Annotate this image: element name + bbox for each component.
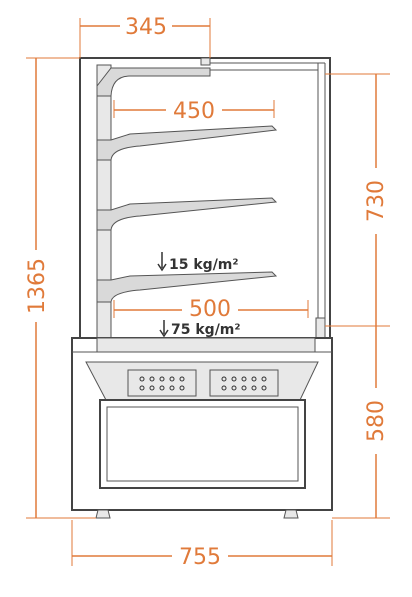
shelf-load-annotation: 15 kg/m²	[157, 252, 239, 273]
arrow-head-icon	[159, 329, 169, 338]
base-load-label: 75 kg/m²	[171, 322, 241, 338]
dim-345-label: 345	[125, 15, 167, 40]
arrow-head-icon	[157, 263, 167, 272]
dim-450-label: 450	[173, 99, 215, 124]
base-load-annotation: 75 kg/m²	[159, 320, 241, 338]
top-shelf-bracket	[96, 67, 211, 97]
base-door	[99, 399, 306, 489]
shelf-3	[96, 197, 278, 231]
foot-left	[95, 509, 111, 519]
control-module-right	[209, 369, 279, 397]
dim-1365-label: 1365	[25, 258, 50, 314]
control-module-left	[127, 369, 197, 397]
control-buttons-right	[221, 376, 267, 391]
bottom-hinge	[315, 317, 326, 339]
shelf-4	[96, 271, 278, 303]
top-hinge	[200, 57, 211, 66]
base-door-inner	[106, 406, 299, 482]
shelf-load-label: 15 kg/m²	[169, 257, 239, 273]
dim-580-label: 580	[364, 400, 389, 442]
dim-730-label: 730	[364, 180, 389, 222]
dim-500-label: 500	[189, 297, 231, 322]
foot-right	[283, 509, 299, 519]
dim-755-label: 755	[179, 545, 221, 570]
control-panel	[85, 361, 319, 401]
control-buttons-left	[139, 376, 185, 391]
base-top-deck	[96, 337, 316, 353]
shelf-2	[96, 125, 278, 161]
